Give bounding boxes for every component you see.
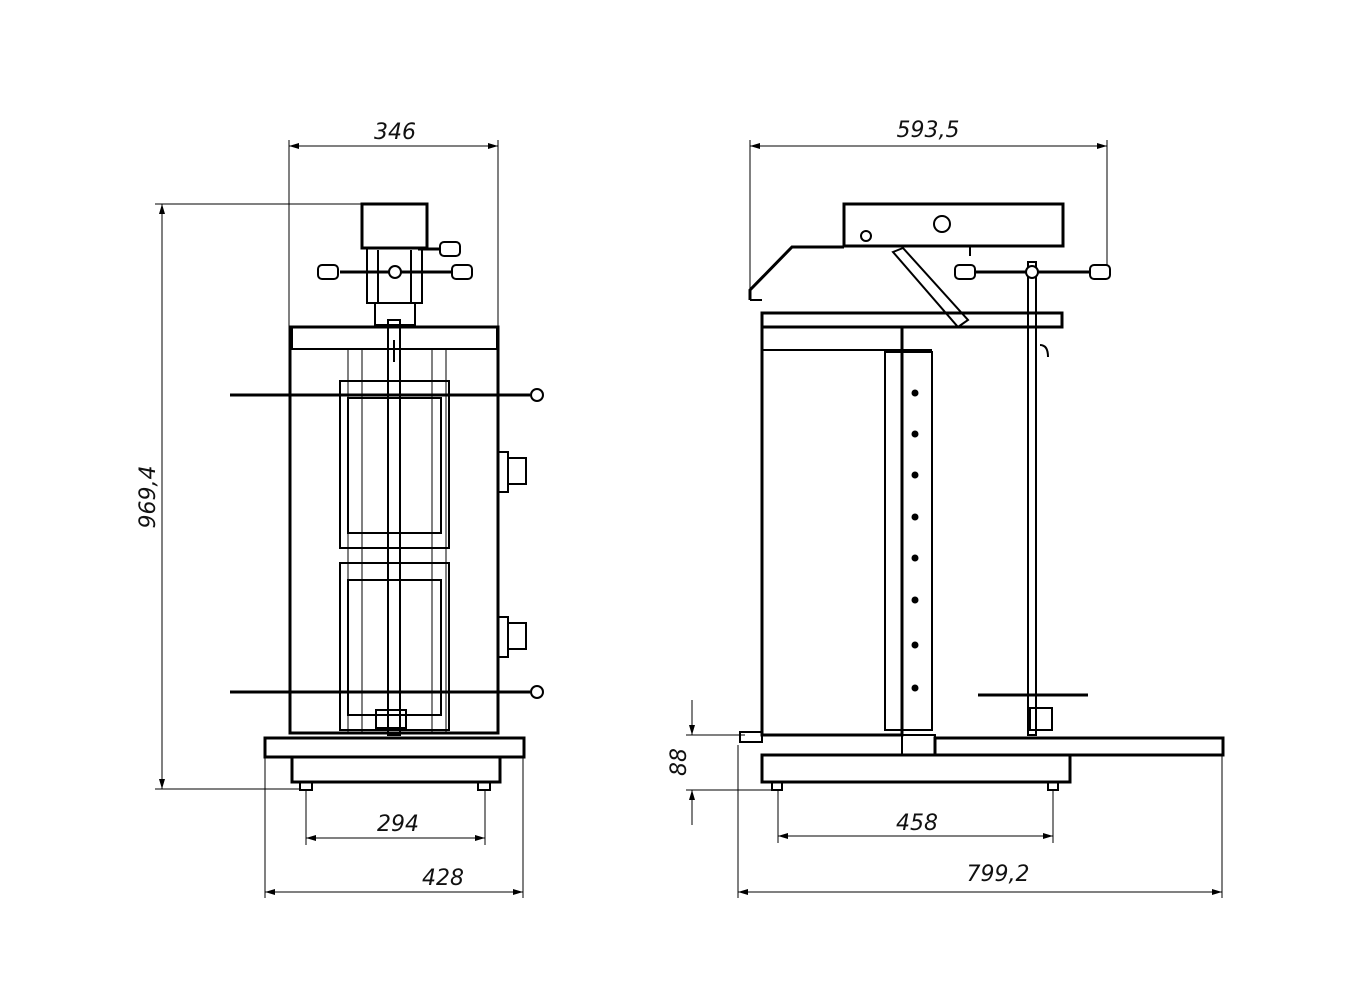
dimension-label: 88 [667,748,692,776]
side-base [739,731,1225,791]
dimension-label: 428 [422,866,464,891]
dimension-label: 458 [896,811,938,836]
dimension-depth-top: 593,5 [749,118,1108,300]
side-motor-hood [748,202,1065,329]
knob-icon [439,241,461,257]
dimension-label: 799,2 [967,862,1030,887]
dimension-feet-spacing-front: 294 [305,790,486,845]
dimension-label: 294 [377,812,419,837]
burner-holes [911,389,919,692]
dimension-label: 969,4 [136,466,161,529]
dimension-height-total: 969,4 [136,203,365,790]
dimension-overall-depth: 799,2 [737,745,1223,898]
knob-icon [954,264,976,280]
dimension-base-height: 88 [667,700,775,825]
dimension-feet-spacing-side: 458 [777,790,1054,843]
front-base [263,736,526,791]
dimension-width-top: 346 [288,120,499,330]
knob-icon [451,264,473,280]
front-body [230,319,544,736]
knob-icon [317,264,339,280]
front-view: 346 969,4 [136,120,544,898]
knob-icon [1089,264,1111,280]
dimension-label: 593,5 [897,118,960,143]
side-view: 593,5 [667,118,1225,898]
dimension-label: 346 [374,120,416,145]
side-body [760,261,1111,756]
motor-unit [317,202,473,326]
dimension-base-width: 428 [264,757,524,898]
